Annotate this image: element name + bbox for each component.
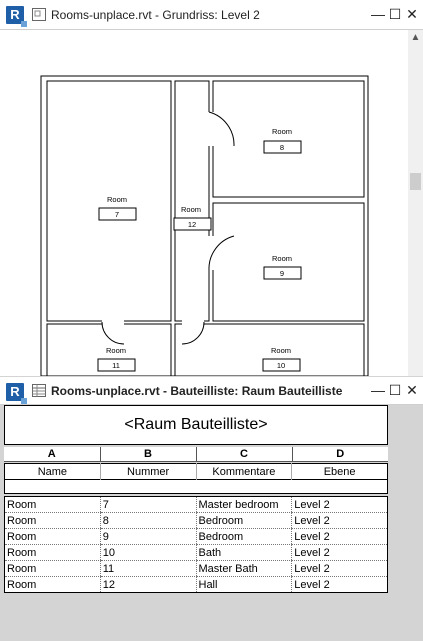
revit-logo-icon: R xyxy=(6,383,27,404)
room-tag-9[interactable]: Room 9 xyxy=(263,254,302,280)
floorplan-titlebar[interactable]: R Rooms-unplace.rvt - Grundriss: Level 2… xyxy=(0,0,423,30)
room-tag-12[interactable]: Room 12 xyxy=(173,205,212,231)
table-cell[interactable]: 9 xyxy=(99,528,196,545)
table-cell[interactable]: Hall xyxy=(195,576,292,593)
room-tag-11-number: 11 xyxy=(112,361,120,370)
table-cell[interactable]: 8 xyxy=(99,512,196,529)
room-tag-12-number: 12 xyxy=(188,220,196,229)
schedule-window: R Rooms-unplace.rvt - Bauteilliste: Raum… xyxy=(0,377,423,641)
close-button[interactable]: ✕ xyxy=(406,382,418,398)
schedule-view-icon xyxy=(32,384,46,397)
floorplan-window-title: Rooms-unplace.rvt - Grundriss: Level 2 xyxy=(51,8,260,22)
table-cell[interactable]: Bedroom xyxy=(195,528,292,545)
room-tag-12-name: Room xyxy=(181,205,201,214)
room-tag-7-number: 7 xyxy=(115,210,119,219)
header-nummer[interactable]: Nummer xyxy=(99,463,196,480)
table-cell[interactable]: Room xyxy=(4,528,101,545)
room-tag-11-name: Room xyxy=(106,346,126,355)
table-cell[interactable]: Room xyxy=(4,512,101,529)
schedule-window-title: Rooms-unplace.rvt - Bauteilliste: Raum B… xyxy=(51,384,343,398)
table-cell[interactable]: 11 xyxy=(99,560,196,577)
minimize-button[interactable]: — xyxy=(371,382,385,398)
column-letter-d[interactable]: D xyxy=(291,447,388,462)
schedule-titlebar[interactable]: R Rooms-unplace.rvt - Bauteilliste: Raum… xyxy=(0,377,423,405)
table-cell[interactable]: Room xyxy=(4,496,101,513)
room-tag-9-name: Room xyxy=(272,254,292,263)
floorplan-window: R Rooms-unplace.rvt - Grundriss: Level 2… xyxy=(0,0,423,376)
schedule-header-table: Name Nummer Kommentare Ebene xyxy=(4,463,388,480)
room-tag-10-name: Room xyxy=(271,346,291,355)
room-tag-10[interactable]: Room 10 xyxy=(262,346,301,372)
table-cell[interactable]: Level 2 xyxy=(291,544,388,561)
table-cell[interactable]: Level 2 xyxy=(291,496,388,513)
column-letter-a[interactable]: A xyxy=(4,447,100,462)
table-cell[interactable]: 12 xyxy=(99,576,196,593)
room-tag-11[interactable]: Room 11 xyxy=(97,346,136,372)
column-letter-b[interactable]: B xyxy=(99,447,196,462)
header-name[interactable]: Name xyxy=(4,463,101,480)
table-cell[interactable]: Master Bath xyxy=(195,560,292,577)
header-ebene[interactable]: Ebene xyxy=(291,463,388,480)
schedule-column-letters: A B C D xyxy=(4,447,388,462)
table-cell[interactable]: Master bedroom xyxy=(195,496,292,513)
column-letter-c[interactable]: C xyxy=(195,447,292,462)
table-cell[interactable]: Level 2 xyxy=(291,560,388,577)
schedule-title[interactable]: <Raum Bauteilliste> xyxy=(4,405,388,445)
scroll-thumb[interactable] xyxy=(410,173,421,190)
table-cell[interactable]: Room xyxy=(4,576,101,593)
table-cell[interactable]: Level 2 xyxy=(291,576,388,593)
floorplan-vertical-scrollbar[interactable]: ▲ xyxy=(408,30,423,376)
table-cell[interactable]: 7 xyxy=(99,496,196,513)
room-tag-7-name: Room xyxy=(107,195,127,204)
schedule-table: <Raum Bauteilliste> A B C D Name Nummer … xyxy=(4,405,388,593)
table-cell[interactable]: Level 2 xyxy=(291,528,388,545)
revit-logo-icon: R xyxy=(6,6,27,27)
room-tag-8-number: 8 xyxy=(280,143,284,152)
maximize-button[interactable]: ☐ xyxy=(388,6,402,22)
table-cell[interactable]: Room xyxy=(4,544,101,561)
scroll-up-icon[interactable]: ▲ xyxy=(410,32,421,43)
room-tag-8-name: Room xyxy=(272,127,292,136)
schedule-spacer-row xyxy=(4,480,388,494)
minimize-button[interactable]: — xyxy=(371,6,385,22)
close-button[interactable]: ✕ xyxy=(406,6,418,22)
maximize-button[interactable]: ☐ xyxy=(388,382,402,398)
floorplan-canvas[interactable]: Room 7 Room 12 Room 8 Room 9 Room 11 Roo… xyxy=(0,30,408,376)
table-cell[interactable]: Bath xyxy=(195,544,292,561)
room-tag-10-number: 10 xyxy=(277,361,285,370)
room-tag-7[interactable]: Room 7 xyxy=(98,195,137,221)
room-tag-9-number: 9 xyxy=(280,269,284,278)
header-kommentare[interactable]: Kommentare xyxy=(195,463,292,480)
table-cell[interactable]: 10 xyxy=(99,544,196,561)
table-cell[interactable]: Bedroom xyxy=(195,512,292,529)
table-cell[interactable]: Room xyxy=(4,560,101,577)
floorplan-view-icon xyxy=(32,8,46,21)
room-tag-8[interactable]: Room 8 xyxy=(263,127,302,154)
table-cell[interactable]: Level 2 xyxy=(291,512,388,529)
